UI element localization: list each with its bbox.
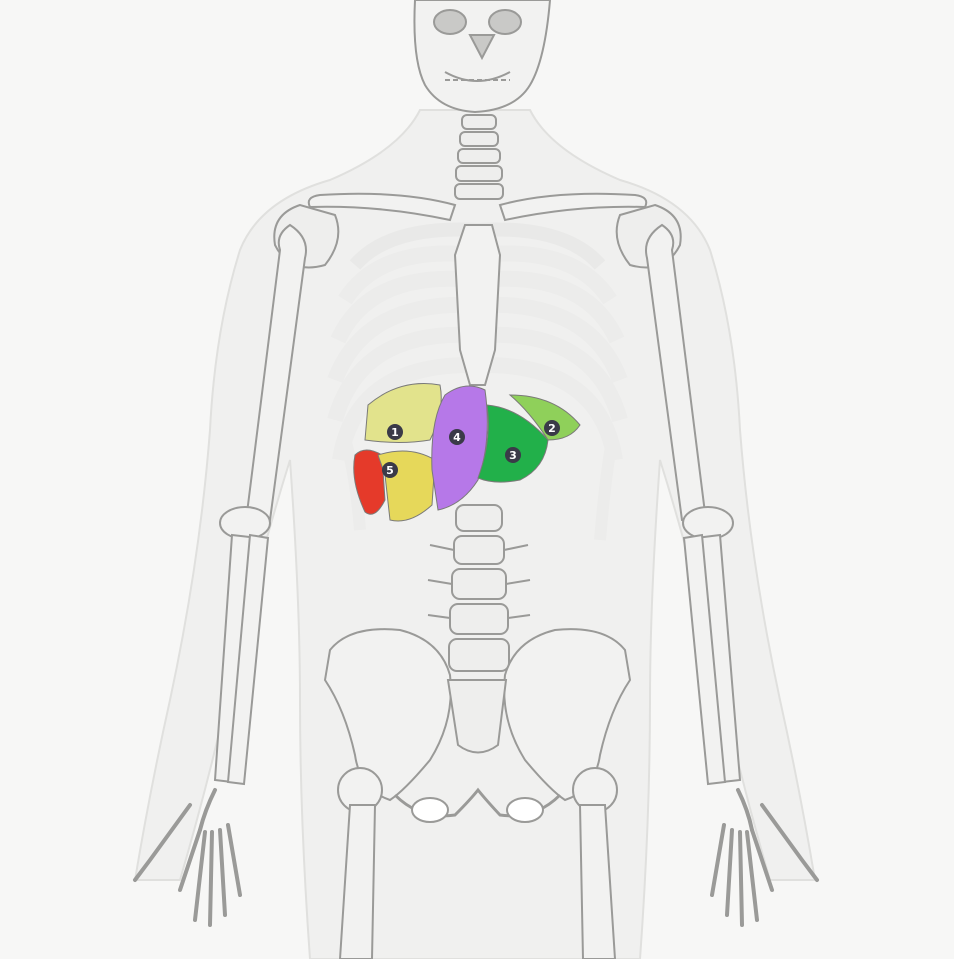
svg-text:3: 3 <box>509 449 517 462</box>
segment-1-marker: 1 <box>387 424 403 440</box>
segment-2-marker: 2 <box>544 420 560 436</box>
segment-4-marker: 4 <box>449 429 465 445</box>
svg-text:4: 4 <box>453 431 461 444</box>
svg-text:2: 2 <box>548 422 556 435</box>
svg-text:5: 5 <box>386 464 394 477</box>
svg-text:1: 1 <box>391 426 399 439</box>
segment-5-marker: 5 <box>382 462 398 478</box>
segment-3-marker: 3 <box>505 447 521 463</box>
cervical-spine <box>455 115 503 199</box>
